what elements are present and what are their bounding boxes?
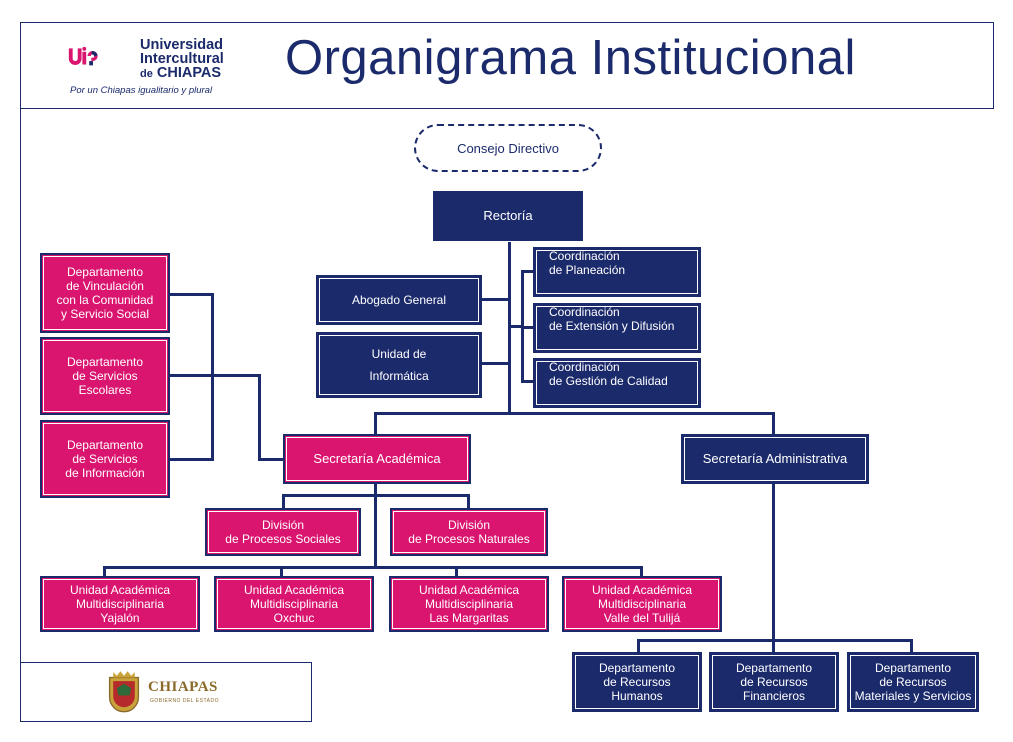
- connector: [282, 494, 470, 497]
- connector: [103, 566, 106, 578]
- university-logo: [68, 46, 98, 66]
- connector: [103, 566, 643, 569]
- connector: [521, 380, 535, 383]
- abogado-general-node: Abogado General: [316, 275, 482, 325]
- connector: [521, 270, 535, 273]
- connector: [258, 458, 286, 461]
- chiapas-coat-of-arms-icon: [108, 671, 140, 713]
- connector: [455, 566, 458, 578]
- connector: [480, 298, 510, 301]
- university-tagline: Por un Chiapas igualitario y plural: [70, 85, 213, 96]
- chart-frame: [20, 108, 994, 663]
- connector: [772, 639, 775, 653]
- page-title: Organigrama Institucional: [285, 31, 856, 85]
- connector: [640, 566, 643, 578]
- connector: [211, 293, 214, 461]
- footer-frame: [20, 662, 312, 722]
- connector: [480, 362, 510, 365]
- connector: [258, 374, 261, 460]
- rectoria-node: Rectoría: [433, 191, 583, 241]
- connector: [374, 412, 774, 415]
- connector: [280, 566, 283, 578]
- chiapas-logo-sub: GOBIERNO DEL ESTADO: [150, 698, 219, 704]
- header-frame: [20, 22, 994, 108]
- connector: [508, 325, 523, 328]
- chiapas-logo-name: CHIAPAS: [148, 679, 218, 695]
- connector: [637, 639, 640, 653]
- connector: [637, 639, 913, 642]
- university-name: Universidad Intercultural de CHIAPAS: [140, 37, 224, 81]
- connector: [374, 483, 377, 568]
- connector: [772, 412, 775, 436]
- connector: [168, 374, 260, 377]
- connector: [521, 326, 535, 329]
- secretaria-administrativa-node: Secretaría Administrativa: [681, 434, 869, 484]
- consejo-directivo-node: Consejo Directivo: [414, 124, 602, 172]
- connector: [467, 494, 470, 510]
- connector: [168, 293, 213, 296]
- connector: [772, 483, 775, 641]
- secretaria-academica-node: Secretaría Académica: [283, 434, 471, 484]
- connector: [508, 242, 511, 414]
- connector: [374, 412, 377, 436]
- connector: [910, 639, 913, 653]
- connector: [168, 458, 213, 461]
- connector: [282, 494, 285, 510]
